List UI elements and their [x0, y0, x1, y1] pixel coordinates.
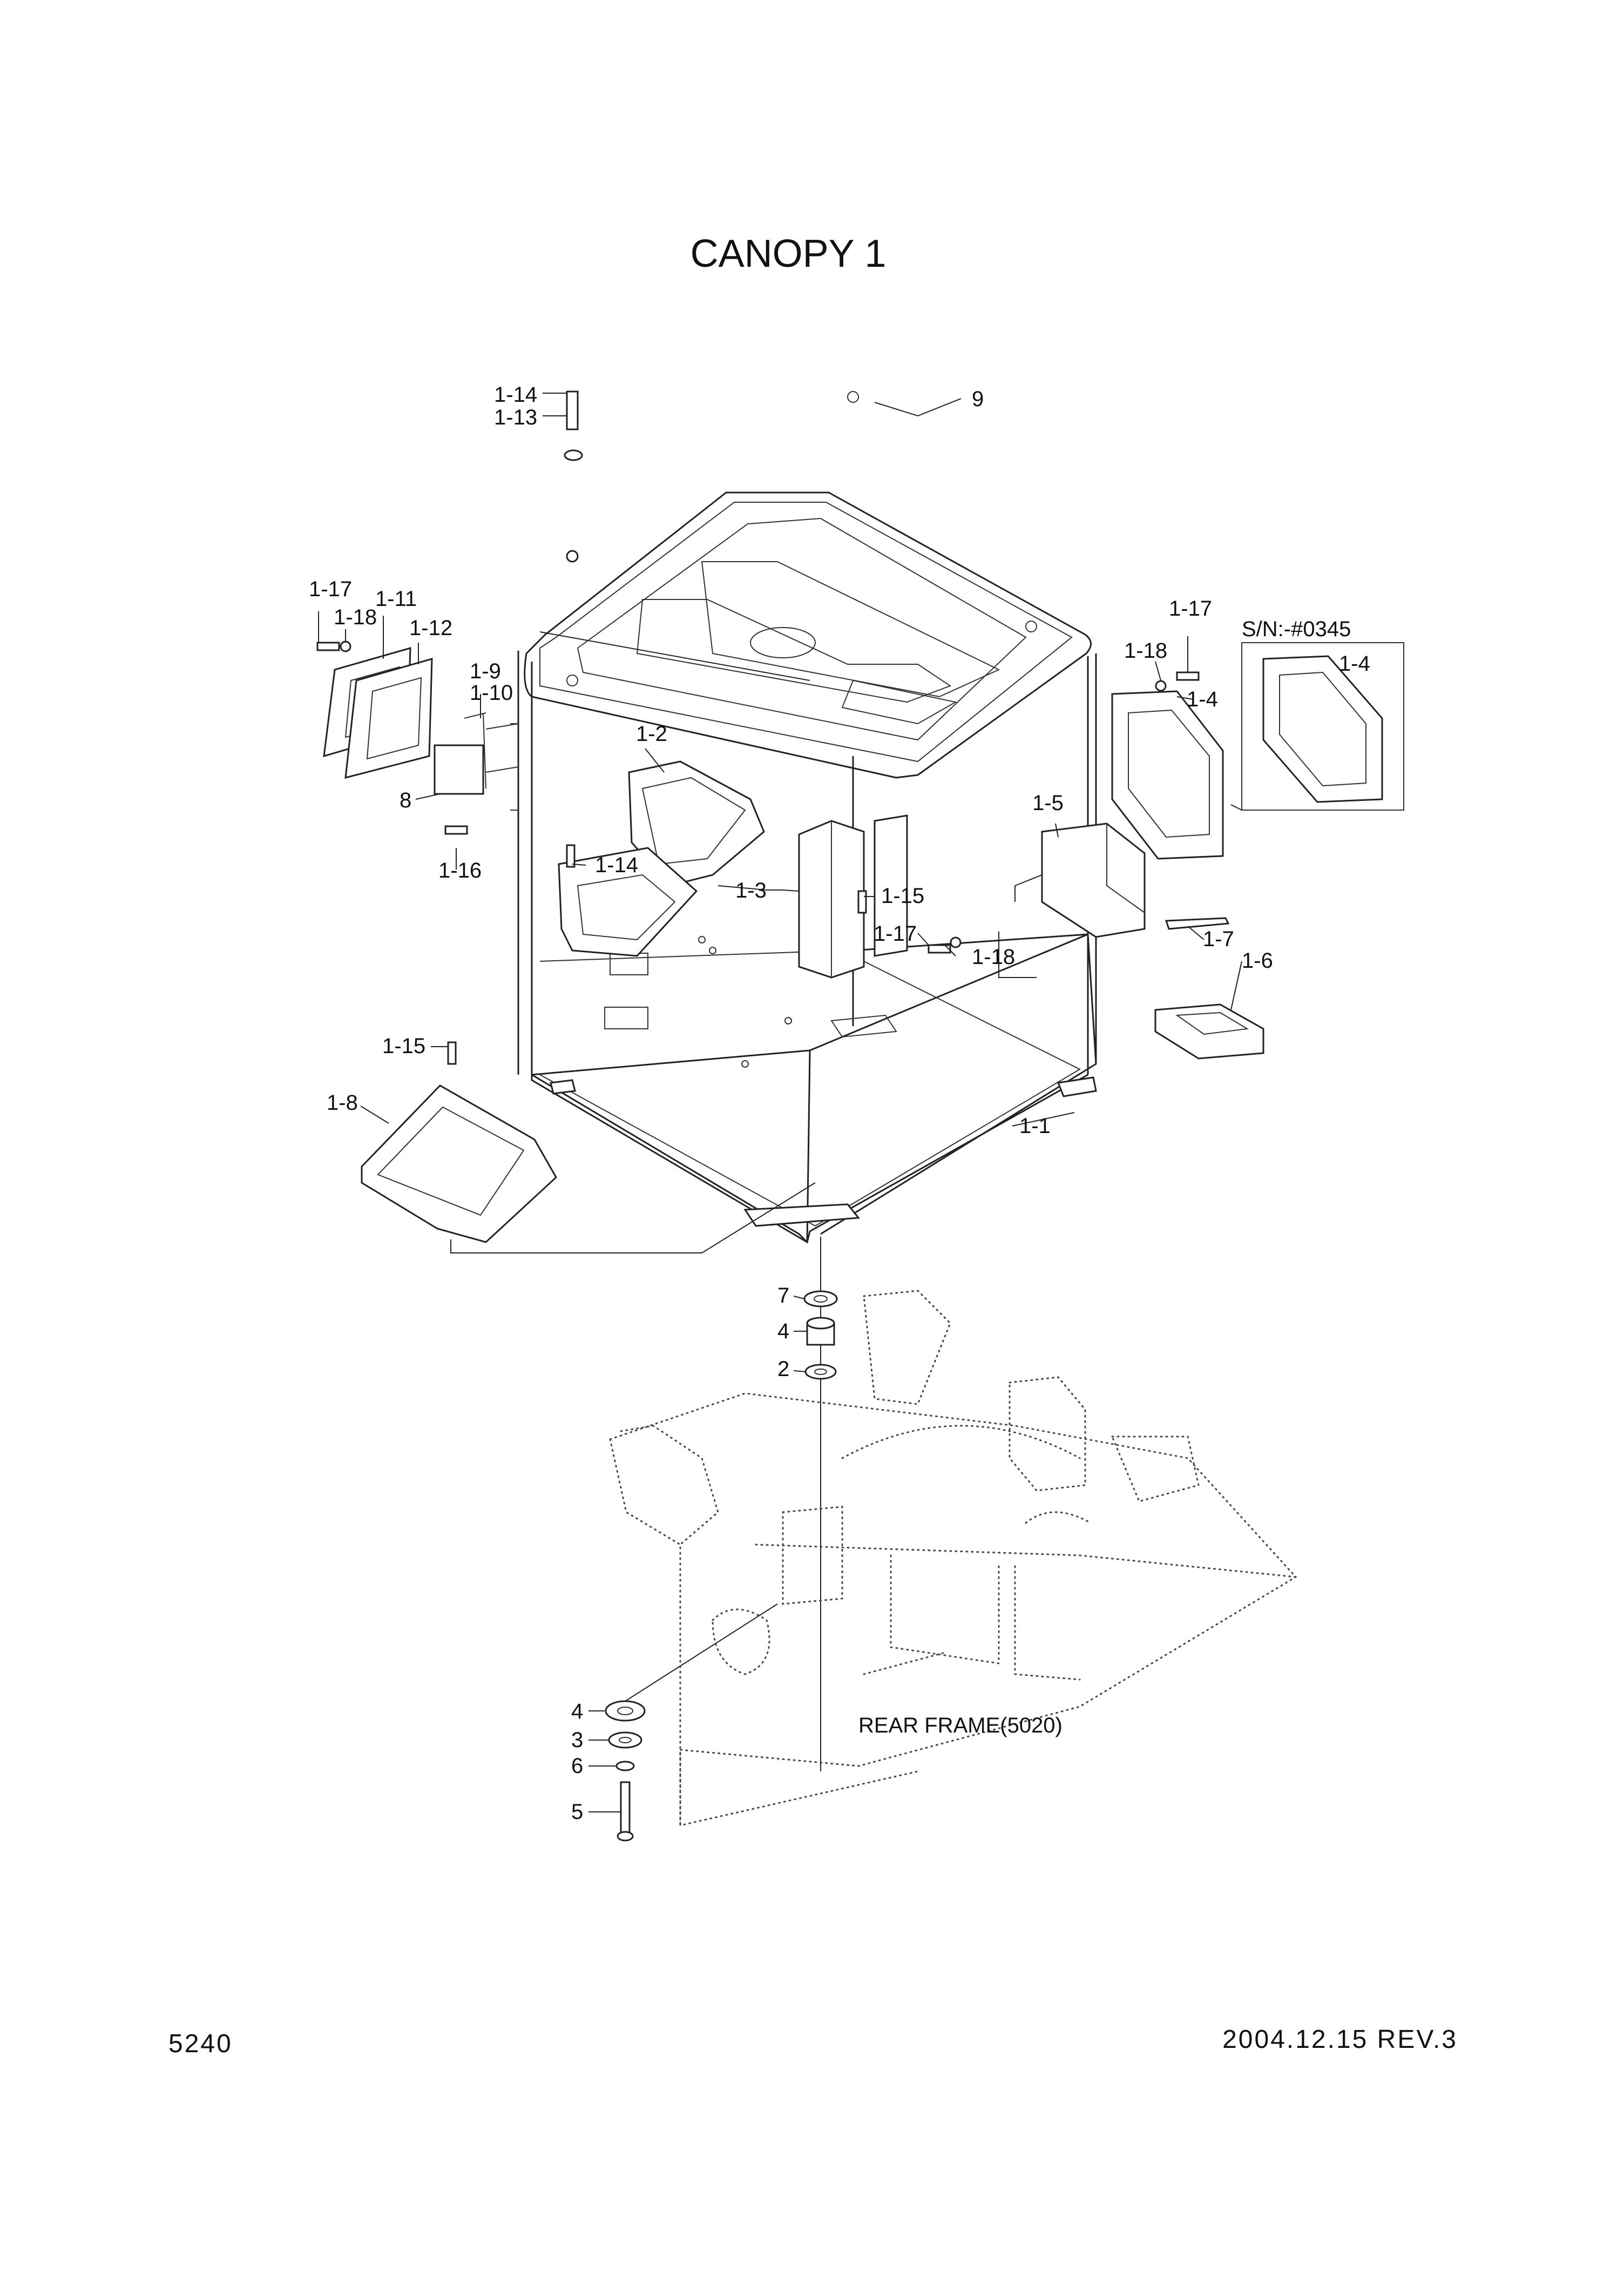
- callout-5: 5: [571, 1800, 583, 1824]
- bracket-1-8: [361, 1084, 557, 1243]
- callout-1-14-mid: 1-14: [595, 853, 638, 877]
- date-revision: 2004.12.15 REV.3: [1222, 2025, 1458, 2054]
- callout-1-18-mid: 1-18: [972, 945, 1015, 969]
- callout-1-5: 1-5: [1032, 791, 1064, 815]
- callout-1-18-left: 1-18: [334, 605, 377, 629]
- page-title: CANOPY 1: [691, 232, 887, 275]
- callout-1-15-left: 1-15: [382, 1034, 425, 1058]
- side-panel-right: [1111, 642, 1404, 860]
- callout-8: 8: [400, 788, 411, 812]
- side-panels-left: [323, 646, 519, 795]
- callout-1-10: 1-10: [470, 681, 513, 705]
- callout-9: 9: [972, 387, 984, 411]
- callout-1-1: 1-1: [1019, 1114, 1051, 1138]
- fasteners: [316, 390, 1200, 1065]
- callout-3: 3: [571, 1728, 583, 1752]
- callout-1-16: 1-16: [438, 859, 482, 882]
- callout-4-top: 4: [777, 1319, 789, 1343]
- callout-1-18-right: 1-18: [1124, 639, 1167, 663]
- callout-1-7: 1-7: [1203, 927, 1234, 951]
- callout-1-3: 1-3: [735, 879, 767, 902]
- callout-1-4-detail: 1-4: [1339, 652, 1370, 676]
- callout-7: 7: [777, 1284, 789, 1307]
- leader-lines: [318, 393, 1242, 1812]
- callout-1-12: 1-12: [409, 616, 452, 640]
- callout-6: 6: [571, 1754, 583, 1778]
- callout-1-17-left: 1-17: [309, 577, 352, 601]
- rear-frame-label: REAR FRAME(5020): [858, 1714, 1063, 1737]
- callout-1-17-right: 1-17: [1169, 597, 1212, 621]
- callout-4-bottom: 4: [571, 1700, 583, 1723]
- callout-1-15-mid: 1-15: [881, 884, 924, 908]
- callout-1-8: 1-8: [327, 1091, 358, 1115]
- right-components: [1041, 823, 1264, 1060]
- page-number: 5240: [168, 2030, 233, 2058]
- callout-1-13: 1-13: [494, 406, 537, 429]
- canopy-roof: [524, 391, 1092, 779]
- callout-1-14-top: 1-14: [494, 383, 537, 407]
- callout-1-17-mid: 1-17: [874, 922, 917, 946]
- base-frame: [531, 933, 1097, 1244]
- callout-1-9: 1-9: [470, 659, 501, 683]
- callout-labels: 9 1-14 1-13 1-17 1-18 1-11 1-12 1-9 1-10…: [309, 383, 1370, 1824]
- callout-1-11: 1-11: [375, 587, 417, 611]
- cover-assembly: [558, 760, 908, 979]
- serial-number-note: S/N:-#0345: [1242, 617, 1351, 641]
- rear-frame: [609, 1290, 1297, 1826]
- callout-1-4: 1-4: [1187, 687, 1218, 711]
- callout-1-6: 1-6: [1242, 949, 1273, 973]
- isolator-stack: [605, 1237, 838, 1842]
- callout-2: 2: [777, 1357, 789, 1381]
- callout-1-2: 1-2: [636, 722, 667, 746]
